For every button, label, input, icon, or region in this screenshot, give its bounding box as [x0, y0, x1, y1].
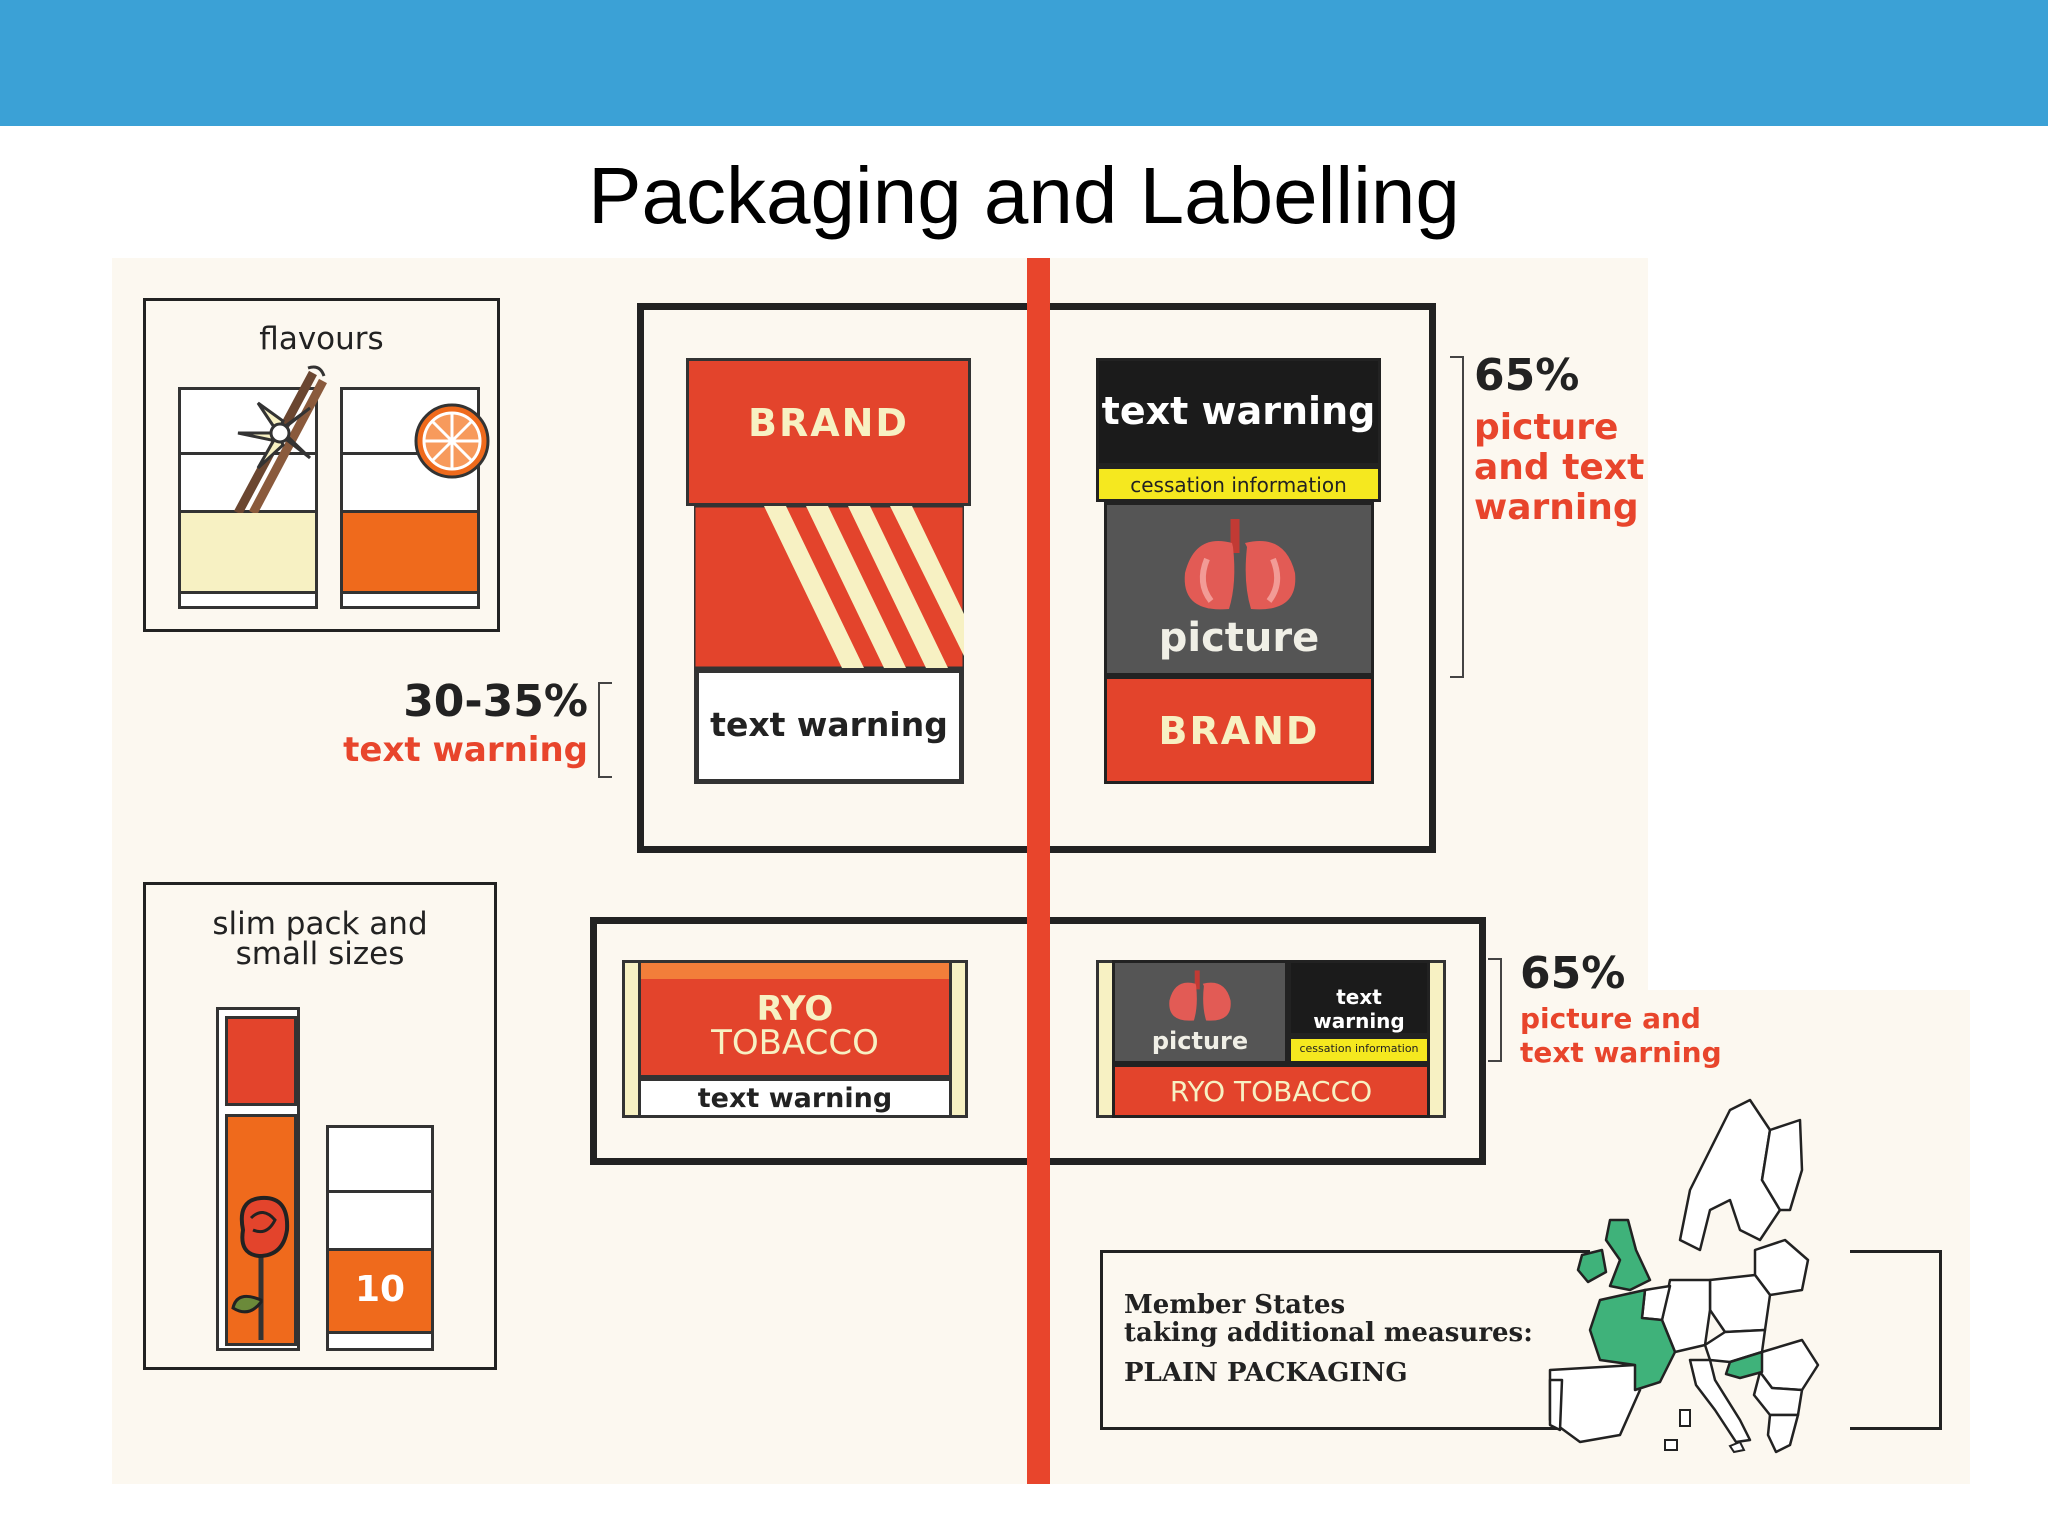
new-pack-percent-label-3: warning	[1474, 487, 1639, 528]
lungs-icon	[1184, 519, 1296, 610]
ryo-new-text-warning: text warning	[1313, 985, 1405, 1033]
flavours-box: flavours	[143, 298, 500, 632]
member-states-callout	[1100, 1250, 1942, 1430]
new-pack-bracket	[1450, 356, 1464, 678]
ryo-old-pouch: RYO TOBACCO text warning	[622, 960, 968, 1120]
new-pack-percent-label-2: and text	[1474, 447, 1645, 488]
new-pack-percent-label-1: picture	[1474, 407, 1619, 448]
member-states-line2: taking additional measures:	[1124, 1318, 1533, 1348]
small-pack-count: 10	[354, 1269, 406, 1310]
ryo-old-line2: TOBACCO	[711, 1023, 879, 1063]
old-pack-bracket	[598, 682, 612, 778]
slim-pack-label-2: small sizes	[235, 936, 405, 972]
ryo-new-picture-label: picture	[1151, 1027, 1249, 1055]
header-bar	[0, 0, 2048, 126]
ryo-new-percent-label-1: picture and	[1520, 1002, 1701, 1035]
ryo-new-percent-label-2: text warning	[1520, 1036, 1722, 1069]
ryo-new-pouch: picture text warning cessation informati…	[1096, 960, 1446, 1120]
slim-pack-box: slim pack and small sizes 10	[143, 882, 497, 1370]
old-pack-percent: 30-35%	[403, 676, 588, 727]
slide-title: Packaging and Labelling	[588, 151, 1460, 240]
old-pack-brand-panel: BRAND	[686, 358, 971, 506]
new-pack-cessation-label: cessation information	[1130, 473, 1347, 497]
ryo-new-bracket	[1488, 958, 1502, 1062]
slim-pack-label-1: slim pack and	[212, 906, 428, 942]
flavour-pack-vanilla	[178, 387, 318, 609]
new-pack-brand-panel: BRAND	[1104, 676, 1374, 784]
new-pack-picture-label: picture	[1158, 615, 1320, 661]
old-pack-text-warning: text warning	[710, 705, 948, 744]
ryo-lungs-icon	[1169, 970, 1231, 1021]
center-divider	[1027, 258, 1050, 1484]
old-pack-percent-label: text warning	[343, 730, 588, 770]
ryo-new-percent: 65%	[1520, 948, 1626, 999]
new-pack-picture-panel: picture	[1104, 502, 1374, 676]
member-states-line1: Member States	[1124, 1290, 1346, 1320]
flavours-label: flavours	[259, 321, 384, 357]
new-pack-warning-panel: text warning	[1096, 358, 1381, 466]
ryo-old-line1: RYO	[756, 989, 834, 1029]
old-pack: BRAND text warning	[686, 358, 971, 786]
ryo-new-cessation: cessation information	[1299, 1042, 1419, 1055]
orange-slice-icon	[414, 403, 490, 479]
old-pack-brand-label: BRAND	[748, 401, 909, 445]
old-pack-warning-panel: text warning	[694, 668, 964, 784]
ryo-new-brand: RYO TOBACCO	[1169, 1075, 1373, 1108]
new-pack-brand-label: BRAND	[1158, 709, 1320, 753]
new-pack-text-warning: text warning	[1101, 389, 1376, 433]
new-pack-percent: 65%	[1474, 350, 1580, 401]
striped-pack-body	[694, 506, 964, 668]
slim-pack	[216, 1007, 300, 1351]
ryo-old-text-warning: text warning	[697, 1083, 893, 1114]
new-pack-cessation-panel: cessation information	[1096, 466, 1381, 502]
europe-map-icon	[1548, 1098, 1850, 1470]
new-pack: text warning cessation information pictu…	[1096, 358, 1381, 786]
small-pack: 10	[326, 1125, 434, 1351]
rose-icon	[231, 1195, 290, 1340]
member-states-line3: PLAIN PACKAGING	[1124, 1358, 1408, 1388]
vanilla-flower-icon	[234, 365, 327, 513]
